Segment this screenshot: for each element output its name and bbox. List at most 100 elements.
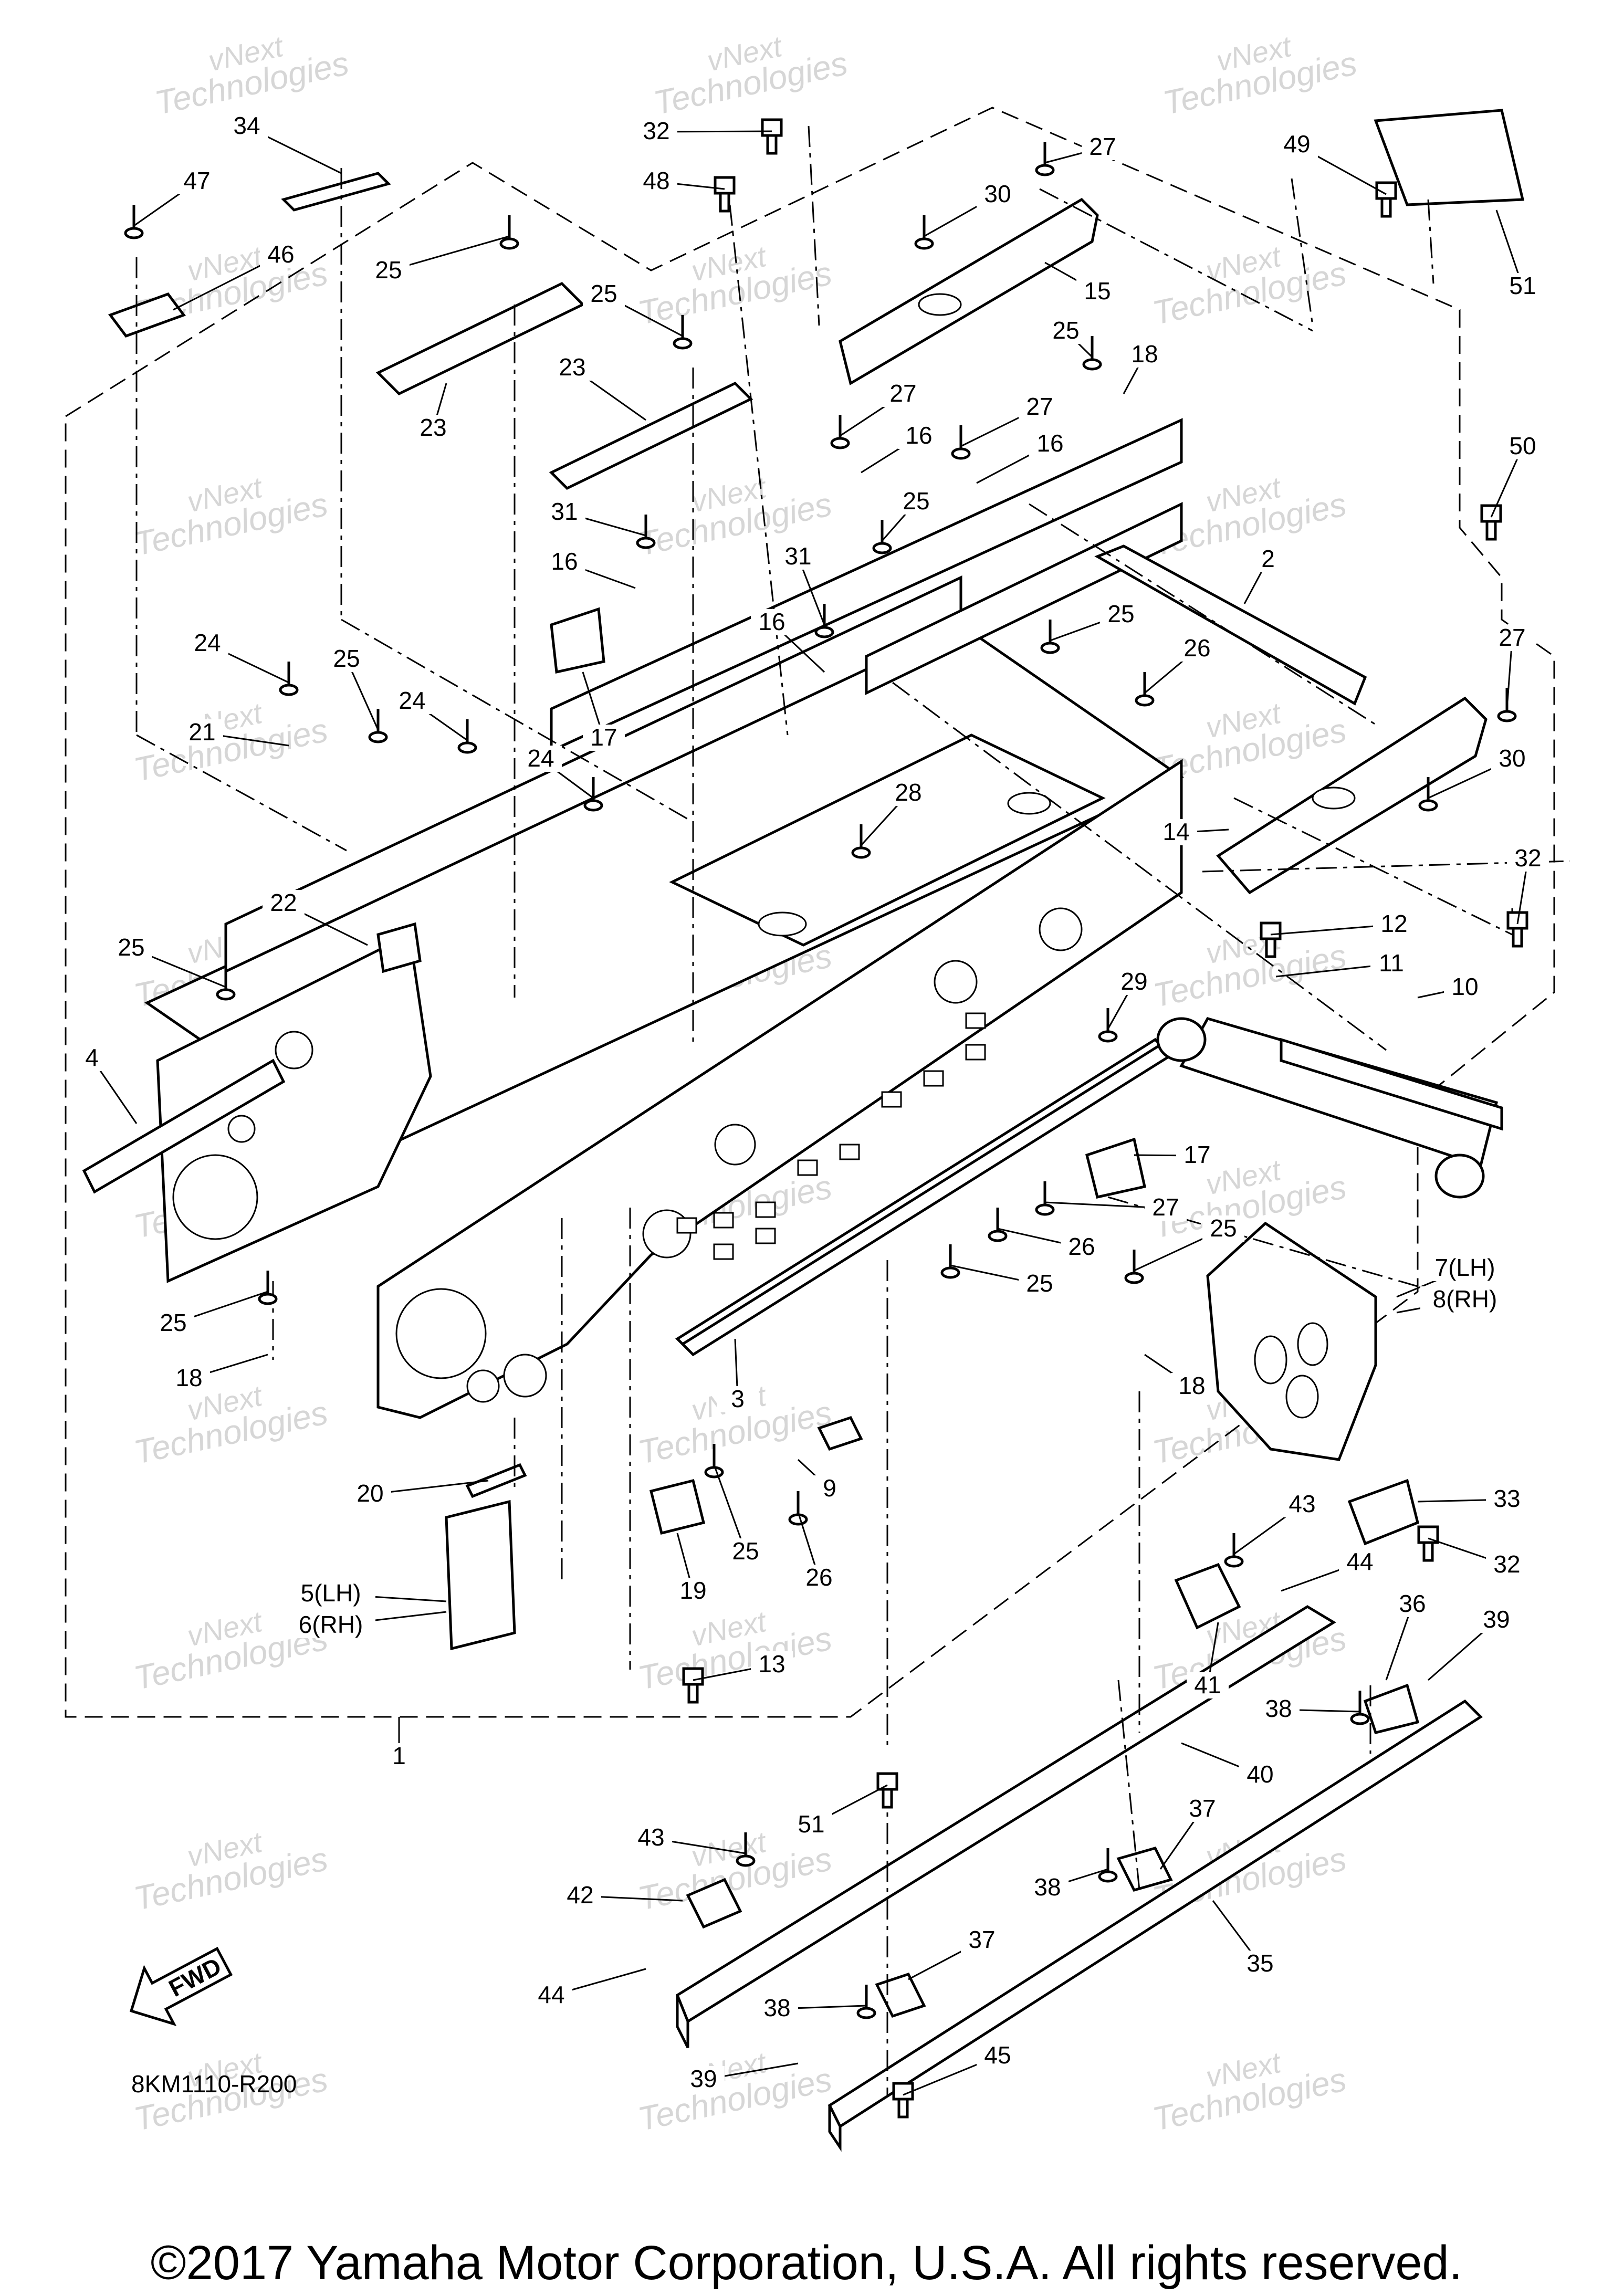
rivet-icon [583,777,603,812]
callout-32a: 32 [643,117,669,144]
callout-27c: 27 [1026,393,1053,420]
callout-label-background [1239,1762,1281,1788]
callout-20: 20 [357,1480,383,1507]
callout-27d: 27 [1499,624,1525,651]
callout-leader-line [713,1464,747,1553]
rivet-icon [1035,1181,1055,1216]
rivet-icon [1098,1848,1118,1883]
rivet-icon [457,719,477,754]
callout-26c: 26 [805,1564,832,1591]
callout-label-background [286,1612,375,1638]
callout-32c: 32 [1493,1550,1520,1578]
callout-18c: 18 [1178,1372,1205,1399]
callout-label-background [961,1927,1003,1953]
callout-23a: 23 [420,414,446,441]
callout-31b: 31 [784,542,811,570]
part-14-plate [1216,696,1488,895]
callout-21: 21 [188,718,215,746]
callout-label-background [1420,1286,1510,1313]
callout-46: 46 [267,240,294,268]
callout-label-background [1276,131,1318,158]
callout-label-background [756,1995,798,2021]
rivet-icon [830,415,850,449]
bolt-icon [1260,921,1282,958]
rivet-icon [673,315,693,350]
callout-label-background [977,181,1019,207]
callout-label-background [1202,1215,1244,1242]
diagram-code: 8KM1110-R200 [131,2070,297,2098]
callout-label-background [887,780,929,806]
callout-label-background [1113,969,1155,995]
rivet-icon [368,709,388,743]
callout-29: 29 [1120,968,1147,995]
callout-16b: 16 [1036,429,1063,457]
callout-label-background [809,1475,851,1502]
callout-19: 19 [679,1577,706,1604]
rivet-icon [872,520,892,554]
callout-label-background [751,1651,793,1678]
callout-27b: 27 [889,380,916,407]
rivet-icon [1082,336,1102,371]
callout-label-background [630,1825,672,1851]
callout-14: 14 [1162,818,1189,845]
callout-16a: 16 [905,422,932,449]
part-10-cross-tube [1156,1017,1503,1199]
callout-label-background [263,890,305,916]
callout-27a: 27 [1089,133,1116,160]
callout-label-background [1475,1607,1517,1633]
callout-31a: 31 [551,498,578,525]
callout-label-background [790,1811,832,1838]
callout-label-background [1019,1271,1061,1297]
part-15-plate [839,197,1099,385]
callout-25d: 25 [903,487,929,515]
callout-label-background [181,719,223,746]
callout-label-background [717,1386,759,1412]
frame-tunnel-side-plate [376,759,1183,1419]
callout-label-background [1029,431,1071,457]
callout-25a: 25 [375,256,402,284]
callout-label-background [898,423,940,449]
callout-38a: 38 [1265,1695,1292,1722]
bolt-icon [1506,911,1528,948]
callout-label-background [543,549,585,575]
callout-10: 10 [1451,973,1478,1000]
bolt-icon [761,118,783,155]
callout-37b: 37 [968,1926,995,1953]
callout-51b: 51 [798,1810,824,1838]
callout-24c: 24 [527,745,554,772]
rivet-icon [1497,688,1517,722]
callout-42: 42 [567,1881,593,1909]
callout-label-background [1100,601,1142,627]
rivet-icon [1098,1008,1118,1043]
rivet-icon [499,215,519,250]
callout-label-background [672,1578,714,1604]
part-46-clip [108,292,186,338]
callout-label-background [1176,1142,1218,1168]
callout-16d: 16 [758,608,785,635]
rivet-icon [1224,1533,1244,1568]
callout-label-background [349,1481,391,1507]
part-51-strip [1374,109,1525,206]
rivet-icon [216,966,236,1001]
callout-label-background [1507,845,1549,872]
callout-label-background [1045,318,1087,344]
callout-12: 12 [1380,910,1407,937]
callout-label-background [152,1310,194,1336]
callout-43b: 43 [637,1823,664,1851]
callout-label-background [1373,911,1415,937]
callout-8: 8(RH) [1433,1285,1497,1313]
callout-22: 22 [270,889,297,916]
callout-25f: 25 [333,645,360,672]
callout-49: 49 [1283,130,1310,158]
rivet-icon [258,1271,278,1305]
